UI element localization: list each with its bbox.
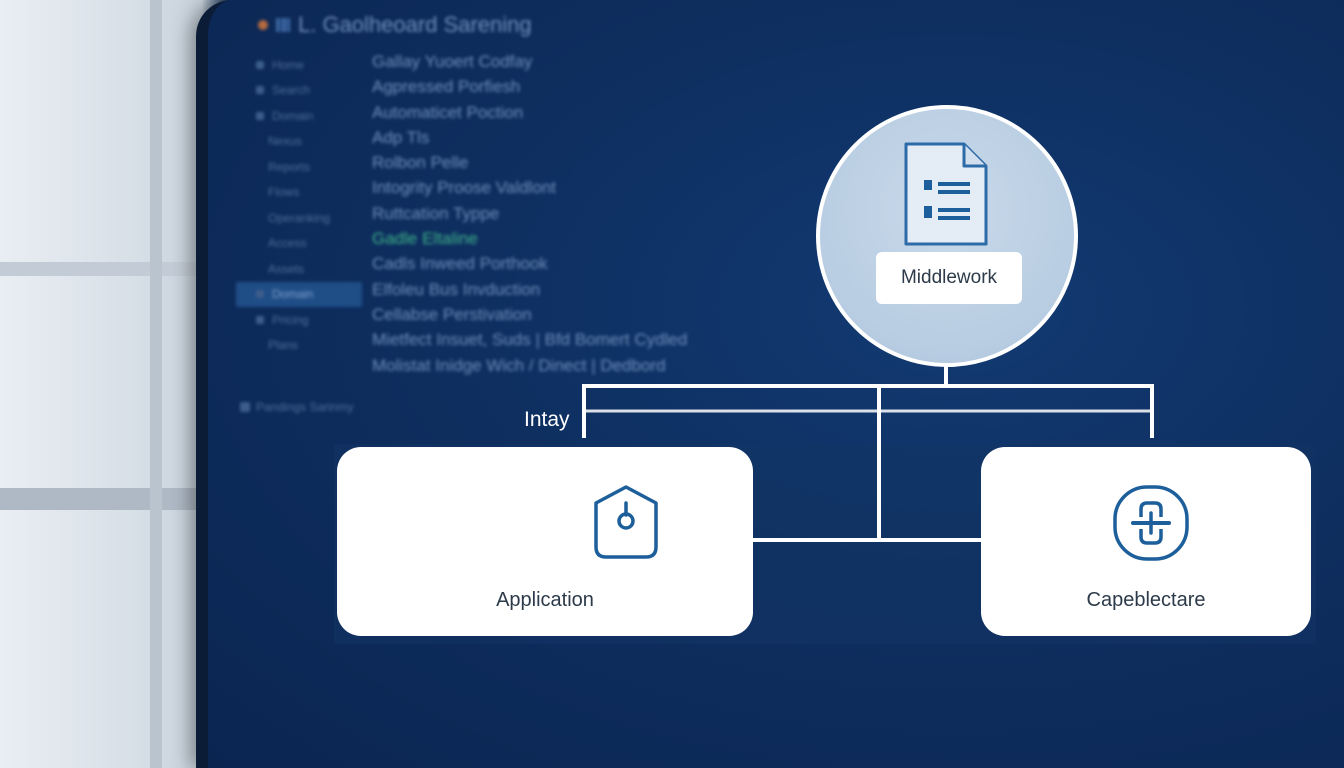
sidebar-item-active[interactable]: Domain <box>236 281 362 307</box>
sidebar-icon <box>256 86 264 95</box>
connector-label: Intay <box>524 408 570 431</box>
sidebar-item[interactable]: Access <box>268 236 307 251</box>
sidebar-item[interactable]: Nexus <box>268 134 303 149</box>
sidebar-item[interactable]: Assets <box>268 261 305 276</box>
sidebar-icon <box>256 111 264 120</box>
sidebar-item[interactable]: Reports <box>268 159 311 174</box>
sidebar-footer[interactable]: Pandings Sarinmy <box>240 400 353 414</box>
application-node-label: Application <box>496 589 594 611</box>
list-item[interactable]: Ruttcation Typpe <box>372 203 500 223</box>
list-item[interactable]: Cellabse Perstivation <box>372 304 532 324</box>
sidebar: Home Search Domain Nexus Reports Flows O… <box>236 52 362 358</box>
sidebar-item[interactable]: Flows <box>268 185 300 200</box>
dashboard-title: L. Gaolheoard Sarening <box>298 12 532 37</box>
list-item[interactable]: Mietfect Insuet, Suds | Bfd Bomert Cydle… <box>372 330 688 350</box>
list-item[interactable]: Intogrity Proose Valdlont <box>372 178 556 198</box>
sidebar-item[interactable]: Home <box>236 52 362 78</box>
window-frame-bar <box>0 488 230 510</box>
list-item-highlighted[interactable]: Gadle Eltaline <box>372 229 478 249</box>
application-node-card[interactable]: Application <box>337 447 753 636</box>
list-item[interactable]: Rolbon Pelle <box>372 153 469 173</box>
sidebar-item[interactable]: Search <box>236 78 362 104</box>
dashboard-header: L. Gaolheoard Sarening <box>258 12 532 38</box>
sidebar-item[interactable]: Pricing <box>236 307 362 333</box>
sidebar-item[interactable]: Operanking <box>268 210 331 225</box>
list-item[interactable]: Cadls Inweed Porthook <box>372 254 548 274</box>
list-item[interactable]: Elfoleu Bus Invduction <box>372 279 541 299</box>
list-item[interactable]: Molistat Inidge Wich / Dinect | Dedbord <box>372 355 666 375</box>
sidebar-item[interactable]: Plans <box>268 338 299 353</box>
sidebar-icon <box>256 290 264 299</box>
shield-lock-icon <box>590 483 662 568</box>
home-icon <box>240 402 250 412</box>
hub-label: Middlework <box>876 252 1022 304</box>
list-item[interactable]: Agpressed Porfiesh <box>372 77 521 97</box>
capeblectare-node-label: Capeblectare <box>1086 589 1206 611</box>
padlock-badge-icon <box>1111 483 1191 568</box>
app-logo-icon <box>258 20 268 30</box>
list-item[interactable]: Automaticet Poction <box>372 102 524 122</box>
list-item[interactable]: Adp Tls <box>372 127 430 147</box>
capeblectare-node-card[interactable]: Capeblectare <box>981 447 1311 636</box>
window-frame-column <box>150 0 162 768</box>
sidebar-icon <box>256 315 264 324</box>
document-list-icon <box>902 140 990 253</box>
sidebar-item[interactable]: Domain <box>236 103 362 129</box>
list-item[interactable]: Gallay Yuoert Codfay <box>372 52 533 71</box>
chart-bars-icon <box>276 18 290 32</box>
sidebar-icon <box>256 60 264 69</box>
content-list: Gallay Yuoert Codfay Agpressed Porfiesh … <box>372 52 732 381</box>
window-frame-bar <box>0 262 230 276</box>
